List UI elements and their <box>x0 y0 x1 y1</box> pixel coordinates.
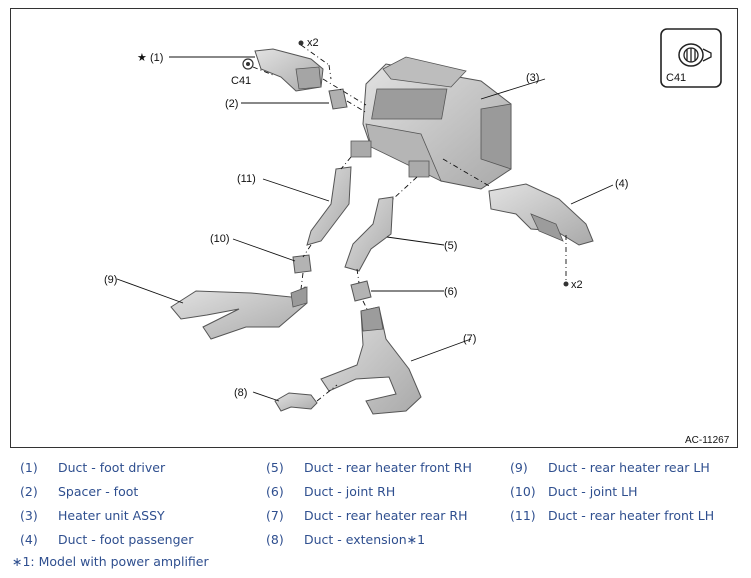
legend-footnote: ∗1: Model with power amplifier <box>12 554 209 569</box>
exploded-parts-diagram: ★ (1) (2) (3) (4) (5) (6) (7) (8) (9) (1… <box>104 28 730 446</box>
duct-rear-heater-rear-rh <box>320 306 422 415</box>
callout-4: (4) <box>615 178 628 190</box>
callout-10: (10) <box>210 233 230 245</box>
callout-9: (9) <box>104 274 117 286</box>
legend-item: (8) Duct - extension∗1 <box>266 532 426 547</box>
duct-foot-passenger <box>488 183 594 246</box>
inset-connector-label: C41 <box>666 72 686 84</box>
qty-label-top: x2 <box>307 37 319 49</box>
callout-8: (8) <box>234 387 247 399</box>
duct-joint-rh <box>350 280 372 302</box>
legend-item: (5) Duct - rear heater front RH <box>266 460 472 475</box>
clip-icon <box>678 43 712 67</box>
legend-item: (10) Duct - joint LH <box>510 484 638 499</box>
callout-5: (5) <box>444 240 457 252</box>
heater-unit-assy <box>350 56 512 190</box>
c41-inset: C41 <box>660 28 722 88</box>
legend-item: (3) Heater unit ASSY <box>20 508 165 523</box>
figure-code: AC-11267 <box>685 435 730 446</box>
c41-clip-small-icon <box>242 58 254 70</box>
legend-item: (11) Duct - rear heater front LH <box>510 508 715 523</box>
spacer-foot <box>328 88 348 110</box>
duct-joint-lh <box>292 254 312 274</box>
leader-lines <box>116 56 614 402</box>
qty-label-bottom: x2 <box>571 279 583 291</box>
legend-item: (9) Duct - rear heater rear LH <box>510 460 710 475</box>
legend-item: (7) Duct - rear heater rear RH <box>266 508 468 523</box>
diagram-frame: ★ (1) (2) (3) (4) (5) (6) (7) (8) (9) (1… <box>10 8 738 448</box>
duct-rear-heater-rear-lh <box>170 286 308 340</box>
legend-item: (2) Spacer - foot <box>20 484 139 499</box>
assembly-lines <box>252 44 567 402</box>
callout-7: (7) <box>463 333 476 345</box>
duct-foot-driver <box>254 48 324 92</box>
duct-rear-heater-front-lh <box>306 166 352 246</box>
legend-item: (1) Duct - foot driver <box>20 460 166 475</box>
callout-2: (2) <box>225 98 238 110</box>
duct-rear-heater-front-rh <box>344 196 394 272</box>
callout-11: (11) <box>237 173 256 185</box>
legend-item: (6) Duct - joint RH <box>266 484 396 499</box>
duct-extension <box>274 392 318 412</box>
callout-3: (3) <box>526 72 539 84</box>
callout-6: (6) <box>444 286 457 298</box>
legend-item: (4) Duct - foot passenger <box>20 532 194 547</box>
star-mark: ★ <box>137 52 147 64</box>
screw-icon <box>298 40 569 287</box>
parts-legend: (1) Duct - foot driver (2) Spacer - foot… <box>0 456 751 576</box>
callout-1: (1) <box>150 52 163 64</box>
connector-label: C41 <box>231 75 251 87</box>
